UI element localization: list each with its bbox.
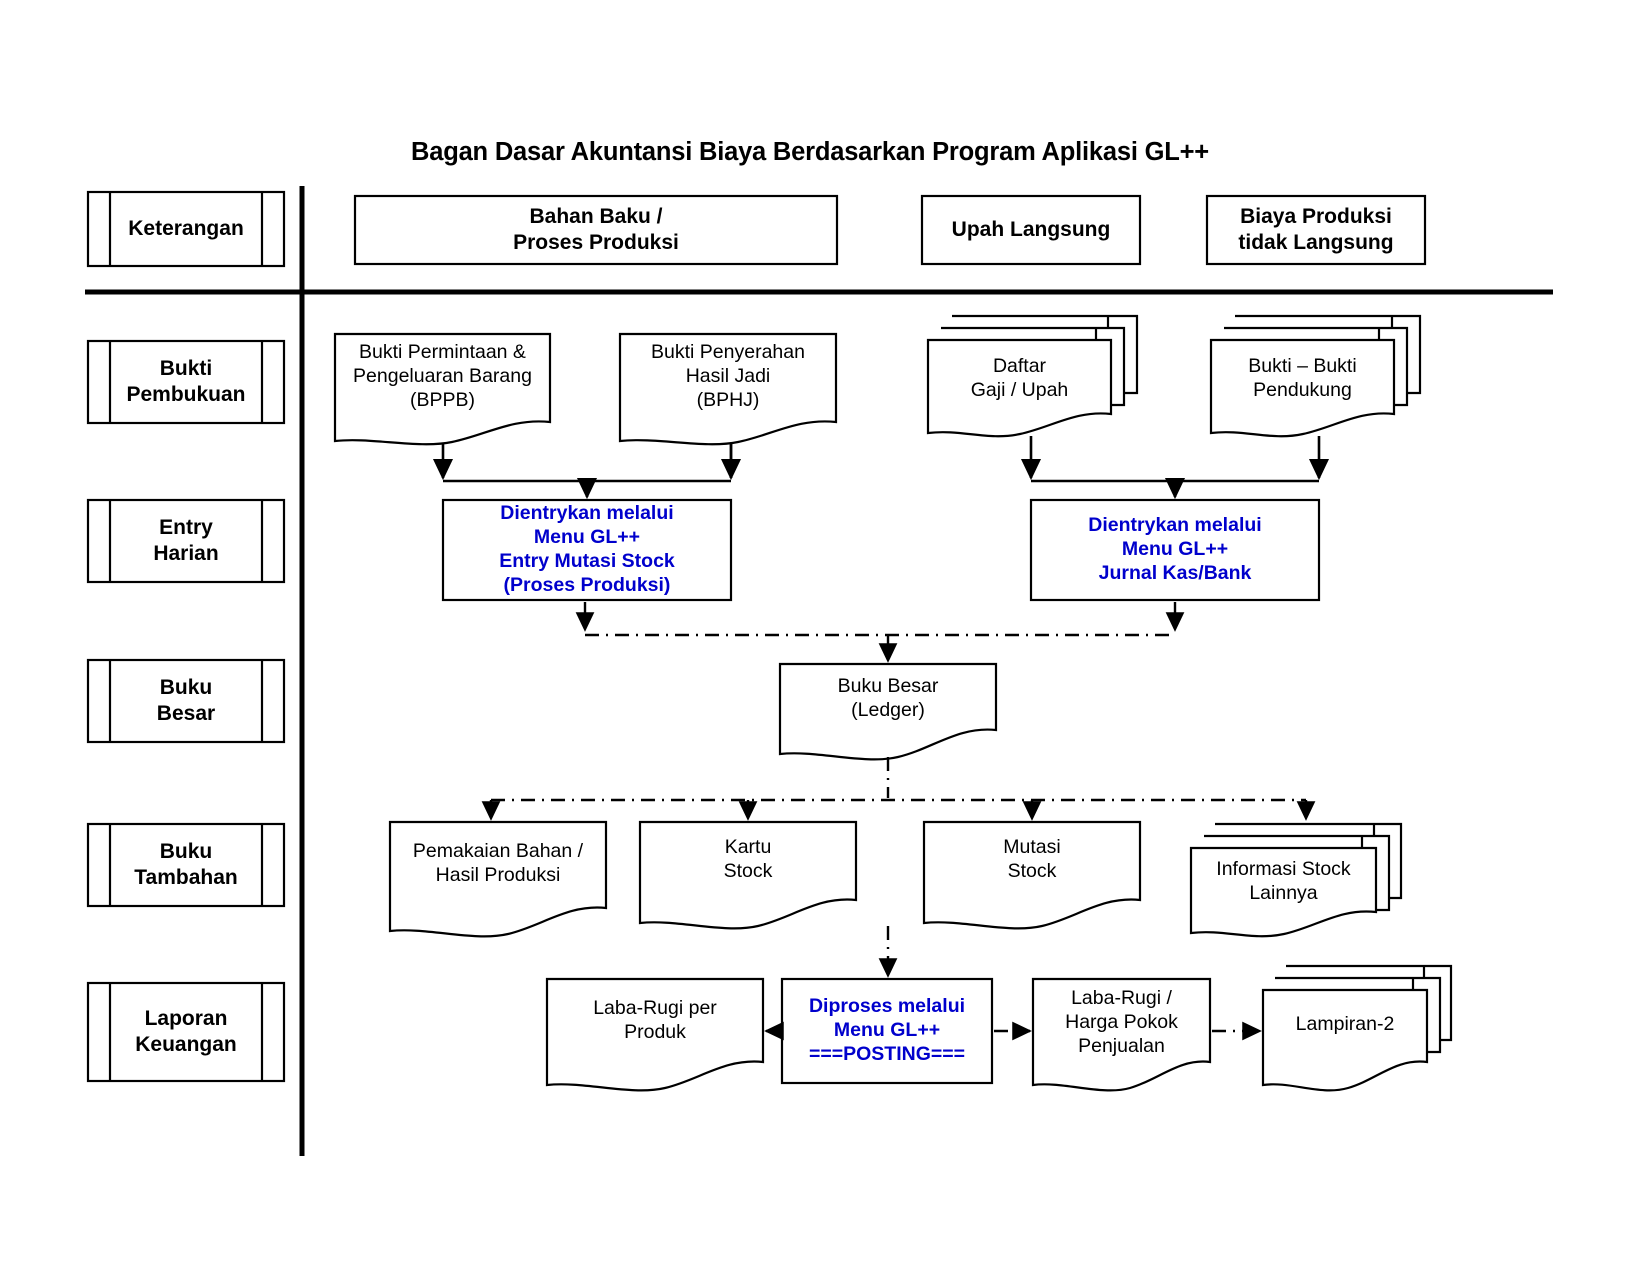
- column-header-box-upah-langsung: [920, 194, 1142, 266]
- row-label-box-entry-harian: [86, 498, 286, 584]
- connector-entry-to-buku-besar: [575, 602, 1185, 663]
- document-shape-laba-rugi-hpp: [1031, 977, 1212, 1092]
- document-shape-pemakaian-bahan: [388, 820, 608, 938]
- process-box-posting: [780, 977, 994, 1085]
- document-shape-mutasi-stock: [922, 820, 1142, 930]
- document-stack-bukti-pendukung: [1209, 314, 1422, 438]
- row-label-box-buku-tambahan: [86, 822, 286, 908]
- row-label-box-buku-besar: [86, 658, 286, 744]
- document-shape-kartu-stock: [638, 820, 858, 930]
- document-shape-bppb: [333, 332, 552, 446]
- process-box-jurnal-kas-bank: [1029, 498, 1321, 602]
- document-shape-bphj: [618, 332, 838, 446]
- process-box-entry-mutasi-stock: [441, 498, 733, 602]
- connector-gaji-pendukung-to-jurnal: [1020, 436, 1330, 500]
- document-stack-informasi-stock-lainnya: [1189, 822, 1403, 938]
- row-label-box-laporan-keuangan: [86, 981, 286, 1083]
- column-header-box-bahan-baku: [353, 194, 839, 266]
- document-shape-buku-besar: [778, 662, 998, 761]
- connector-bppb-to-entry: [432, 443, 733, 500]
- column-header-box-biaya-produksi: [1205, 194, 1427, 266]
- document-stack-lampiran-2: [1261, 964, 1453, 1092]
- document-shape-laba-rugi-per-produk: [545, 977, 765, 1092]
- connector-buku-besar-to-tambahan: [481, 757, 1316, 821]
- legend-header-box: [86, 190, 286, 268]
- document-stack-daftar-gaji: [926, 314, 1139, 438]
- row-label-box-bukti-pembukuan: [86, 339, 286, 425]
